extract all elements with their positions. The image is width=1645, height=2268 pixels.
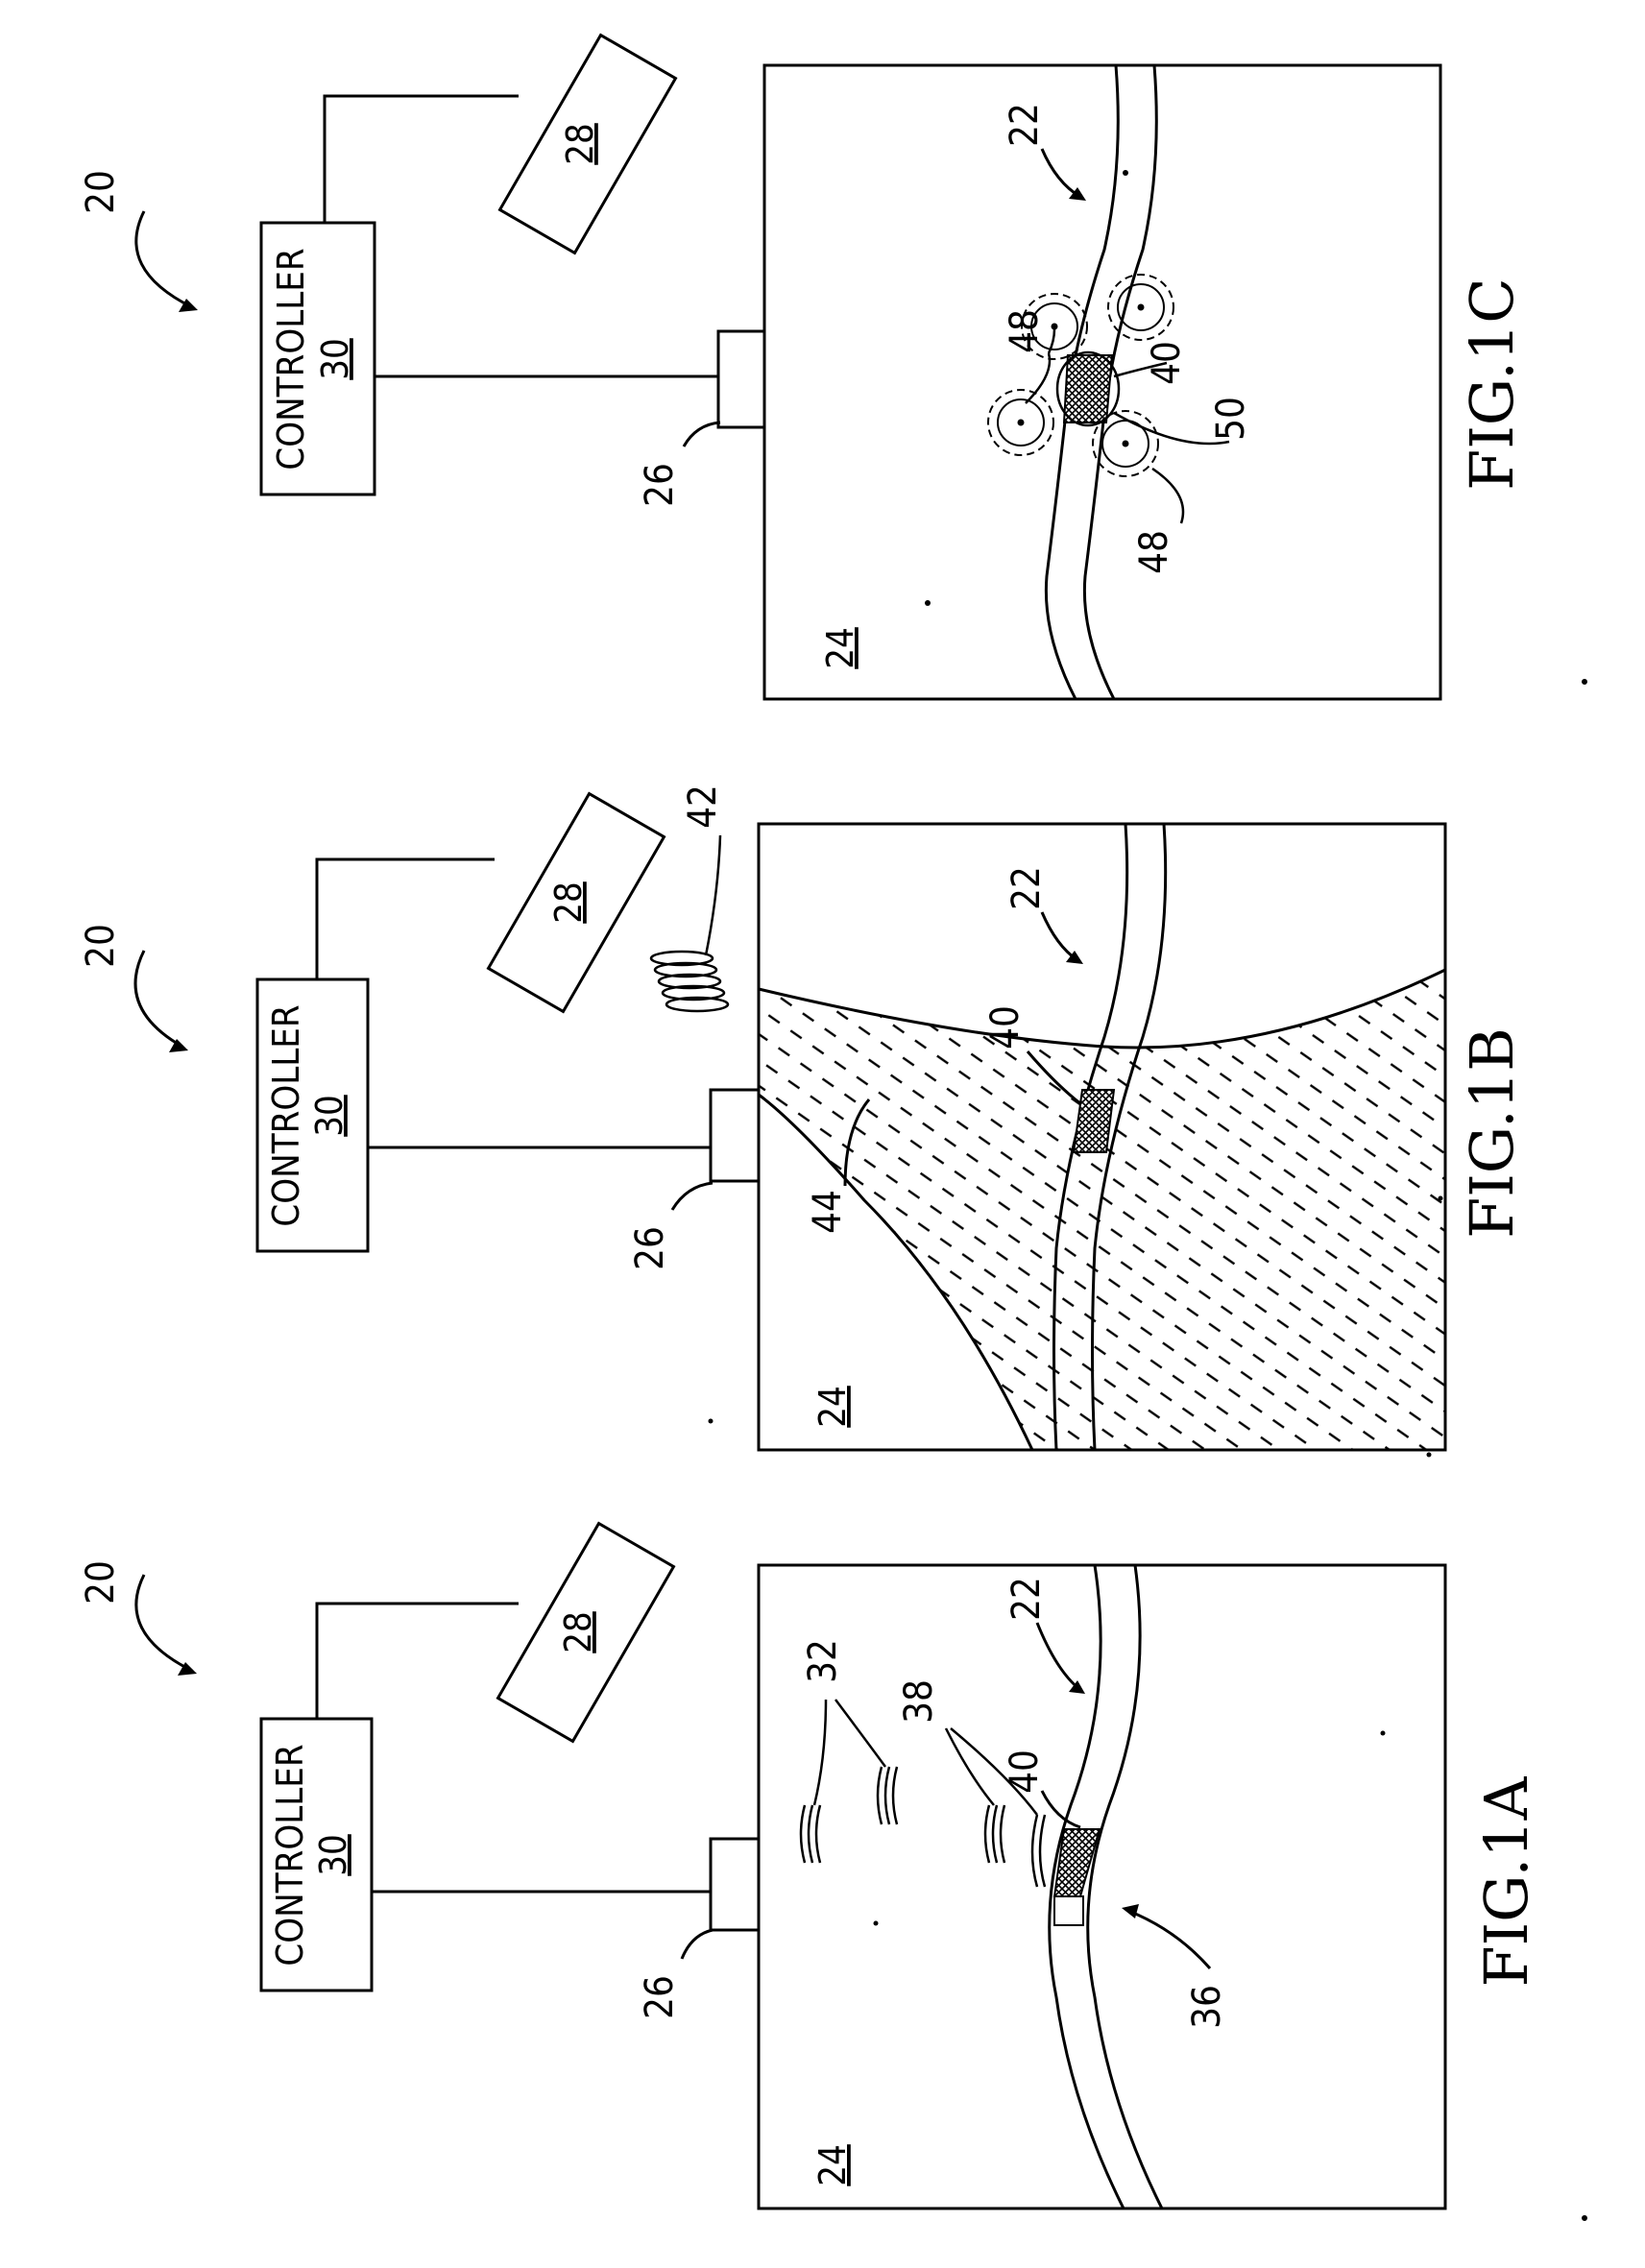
leader-32-b bbox=[835, 1700, 885, 1767]
leader-36 bbox=[1128, 1911, 1210, 1968]
target-ref-40: 40 bbox=[983, 1005, 1028, 1050]
leader-26 bbox=[684, 422, 720, 446]
leader-38-a bbox=[946, 1728, 994, 1805]
vessel-ref-22: 22 bbox=[1003, 103, 1047, 147]
transducer-ref-26: 26 bbox=[638, 1975, 682, 2019]
vessel-ref-22: 22 bbox=[1004, 1577, 1049, 1621]
figure-1c: 20 CONTROLLER 30 28 26 24 bbox=[79, 36, 1527, 699]
figure-1a: 20 CONTROLLER 30 28 26 24 22 40 bbox=[79, 1524, 1541, 2208]
controller-label: CONTROLLER bbox=[269, 1744, 311, 1966]
leader-arrow-20 bbox=[136, 211, 192, 307]
leader-22 bbox=[1042, 149, 1080, 197]
probe-ref-28: 28 bbox=[547, 881, 590, 924]
focus-ref-50: 50 bbox=[1209, 397, 1253, 441]
figure-1b: 20 CONTROLLER 30 28 42 26 24 bbox=[79, 784, 1527, 1450]
leader-22 bbox=[1042, 912, 1077, 960]
wire-controller-probe bbox=[317, 859, 495, 979]
probe-ref-28: 28 bbox=[559, 123, 601, 165]
transducer-ref-26: 26 bbox=[638, 463, 682, 507]
bubble-ref-48-b: 48 bbox=[1132, 530, 1176, 574]
leader-48-a bbox=[1026, 353, 1050, 403]
beam-42 bbox=[651, 952, 728, 1011]
ref-system-20: 20 bbox=[79, 1560, 123, 1604]
ref-system-20: 20 bbox=[79, 924, 123, 968]
target-ref-40: 40 bbox=[1003, 1749, 1047, 1794]
wire-controller-probe bbox=[325, 96, 519, 223]
controller-ref-30: 30 bbox=[308, 1095, 351, 1137]
controller-label: CONTROLLER bbox=[270, 248, 312, 470]
waves-32 bbox=[801, 1767, 897, 1863]
target-40-segment bbox=[1054, 1896, 1083, 1925]
target-40 bbox=[1064, 355, 1112, 422]
tissue-ref-24: 24 bbox=[811, 1386, 854, 1428]
bubble-ref-48-a: 48 bbox=[1003, 309, 1047, 353]
region-ref-36: 36 bbox=[1185, 1985, 1229, 2029]
caption-fig-1a: FIG.1A bbox=[1471, 1775, 1541, 1987]
leader-42 bbox=[706, 835, 720, 955]
probe-ref-28: 28 bbox=[557, 1611, 599, 1653]
leader-26 bbox=[682, 1930, 713, 1959]
beam-ref-42: 42 bbox=[681, 784, 725, 829]
waves-38 bbox=[985, 1805, 1045, 1887]
tissue-box-24 bbox=[759, 1565, 1445, 2208]
leader-arrow-20 bbox=[136, 1575, 192, 1671]
transducer-26 bbox=[711, 1090, 759, 1181]
controller-label: CONTROLLER bbox=[265, 1004, 307, 1226]
waves-ref-38: 38 bbox=[897, 1679, 941, 1724]
leader-32-a bbox=[814, 1700, 826, 1805]
tissue-ref-24: 24 bbox=[819, 627, 861, 669]
transducer-26 bbox=[711, 1839, 759, 1930]
leader-arrow-20 bbox=[135, 951, 182, 1047]
controller-ref-30: 30 bbox=[312, 1834, 354, 1876]
caption-fig-1b: FIG.1B bbox=[1457, 1027, 1527, 1239]
leader-48-c bbox=[1152, 469, 1183, 523]
waves-ref-32: 32 bbox=[801, 1639, 845, 1683]
ref-system-20: 20 bbox=[79, 170, 123, 214]
field-ref-44: 44 bbox=[806, 1190, 850, 1234]
transducer-ref-26: 26 bbox=[628, 1226, 672, 1270]
controller-ref-30: 30 bbox=[314, 338, 356, 380]
arrowhead-36 bbox=[1122, 1904, 1139, 1918]
transducer-26 bbox=[718, 331, 764, 427]
wire-controller-probe bbox=[317, 1604, 519, 1719]
leader-26 bbox=[672, 1183, 713, 1210]
leader-22 bbox=[1037, 1623, 1080, 1690]
caption-fig-1c: FIG.1C bbox=[1457, 277, 1527, 490]
vessel-ref-22: 22 bbox=[1004, 866, 1049, 910]
tissue-ref-24: 24 bbox=[811, 2144, 854, 2186]
